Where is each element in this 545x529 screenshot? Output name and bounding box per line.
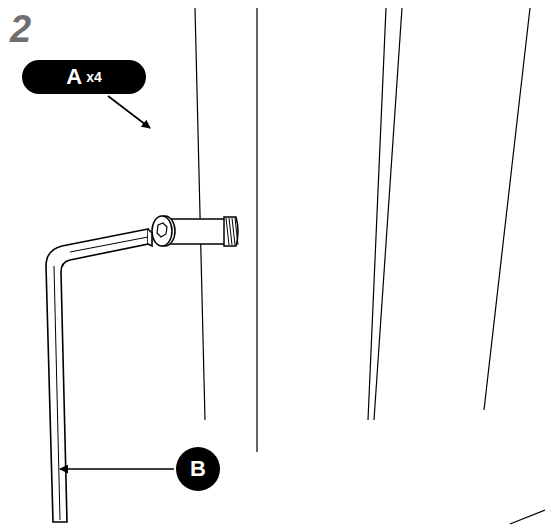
panel-edges <box>195 8 545 524</box>
thread-line <box>229 218 232 245</box>
leader-line <box>60 468 174 470</box>
thread-line <box>235 218 238 245</box>
leader-lines <box>60 96 174 469</box>
step-number: 2 <box>10 10 31 48</box>
part-letter: A <box>66 66 82 88</box>
panel-edge <box>374 8 402 420</box>
hex-socket <box>157 223 167 237</box>
allen-key-facet <box>54 266 60 520</box>
part-quantity: x4 <box>86 70 102 84</box>
bolt-head-face <box>152 216 172 246</box>
allen-key-tip <box>148 229 152 246</box>
panel-corner <box>510 510 545 524</box>
part-callout: Ax4 <box>22 60 146 94</box>
bolt-thread <box>224 217 238 246</box>
leader-line <box>108 96 150 128</box>
thread-line <box>232 218 235 245</box>
allen-key-body <box>46 229 148 522</box>
allen-key-facet <box>70 237 148 252</box>
bolt-shaft <box>168 219 226 244</box>
tool-callout: B <box>176 447 220 491</box>
bolt <box>152 216 238 246</box>
thread-line <box>226 218 229 245</box>
allen-key <box>46 229 152 522</box>
panel-edge <box>368 8 386 420</box>
panel-edge <box>484 8 530 410</box>
part-letter: B <box>190 458 206 480</box>
panel-edge <box>256 8 257 452</box>
panel-edge <box>195 8 205 420</box>
